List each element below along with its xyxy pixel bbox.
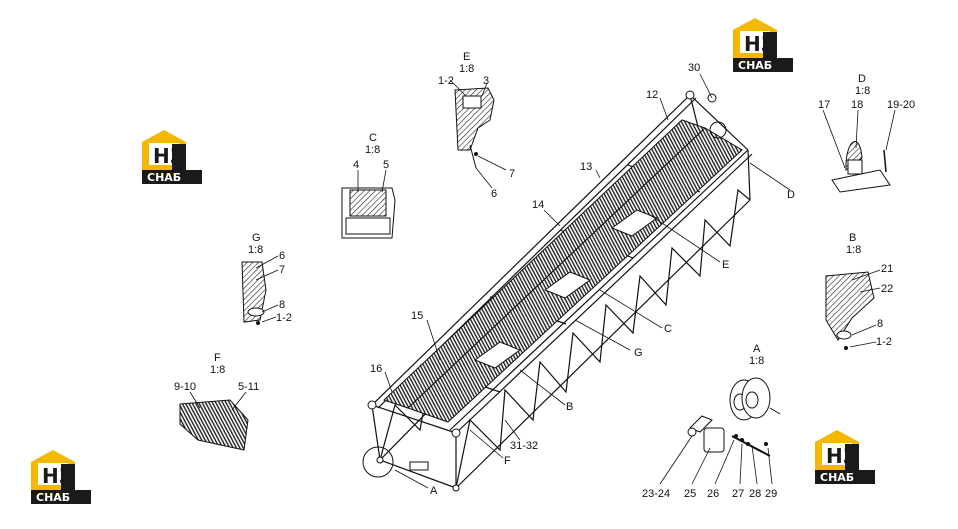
svg-text:C: C xyxy=(369,132,377,144)
walkway-grating xyxy=(383,119,743,423)
svg-text:1:8: 1:8 xyxy=(855,85,870,97)
brand-logo-top-right: H3 СНАБ xyxy=(733,18,793,72)
svg-text:G: G xyxy=(252,232,261,244)
svg-text:29: 29 xyxy=(765,488,777,500)
ref-A: A xyxy=(430,485,438,497)
main-leader-lines xyxy=(384,73,791,489)
svg-text:H3: H3 xyxy=(153,144,184,168)
label-12: 12 xyxy=(646,89,658,101)
svg-text:1-2: 1-2 xyxy=(276,312,292,324)
ref-B: B xyxy=(566,401,573,413)
svg-text:1:8: 1:8 xyxy=(459,63,474,75)
svg-text:1:8: 1:8 xyxy=(749,355,764,367)
label-16: 16 xyxy=(370,363,382,375)
detail-view-F: F 1:8 9-10 5-11 xyxy=(174,352,259,451)
label-31-32: 31-32 xyxy=(510,440,538,452)
svg-text:21: 21 xyxy=(881,263,893,275)
main-part-labels: 30 12 13 14 15 16 31-32 D E C G B F A xyxy=(370,62,795,497)
svg-text:8: 8 xyxy=(279,299,285,311)
svg-text:19-20: 19-20 xyxy=(887,99,915,111)
svg-text:23-24: 23-24 xyxy=(642,488,670,500)
label-13: 13 xyxy=(580,161,592,173)
svg-text:1:8: 1:8 xyxy=(846,244,861,256)
ref-E: E xyxy=(722,259,729,271)
brand-logo-bottom-left: H3 СНАБ xyxy=(31,450,91,504)
svg-text:6: 6 xyxy=(279,250,285,262)
detail-view-B: B 1:8 21 22 8 1-2 xyxy=(825,232,893,350)
svg-text:D: D xyxy=(858,73,866,85)
svg-text:5: 5 xyxy=(383,159,389,171)
svg-text:7: 7 xyxy=(509,168,515,180)
svg-text:СНАБ: СНАБ xyxy=(820,471,854,484)
ref-F: F xyxy=(504,455,511,467)
ref-G: G xyxy=(634,347,643,359)
svg-text:СНАБ: СНАБ xyxy=(147,171,181,184)
svg-text:5-11: 5-11 xyxy=(238,381,259,393)
svg-text:9-10: 9-10 xyxy=(174,381,196,393)
label-15: 15 xyxy=(411,310,423,322)
svg-text:1:8: 1:8 xyxy=(365,144,380,156)
svg-text:1-2: 1-2 xyxy=(438,75,454,87)
svg-text:1:8: 1:8 xyxy=(210,364,225,376)
detail-view-C: C 1:8 4 5 xyxy=(341,132,396,239)
svg-text:1-2: 1-2 xyxy=(876,336,892,348)
ref-D: D xyxy=(787,189,795,201)
svg-text:СНАБ: СНАБ xyxy=(738,59,772,72)
svg-text:18: 18 xyxy=(851,99,863,111)
svg-text:27: 27 xyxy=(732,488,744,500)
svg-text:F: F xyxy=(214,352,221,364)
svg-text:H3: H3 xyxy=(826,444,857,468)
svg-text:6: 6 xyxy=(491,188,497,200)
brand-logo-left: H3 СНАБ xyxy=(142,130,202,184)
svg-text:8: 8 xyxy=(877,318,883,330)
ref-C: C xyxy=(664,323,672,335)
detail-view-D: D 1:8 17 18 19-20 xyxy=(818,73,915,193)
svg-text:СНАБ: СНАБ xyxy=(36,491,70,504)
svg-text:25: 25 xyxy=(684,488,696,500)
brand-logo-bottom-right: H3 СНАБ xyxy=(815,430,875,484)
svg-text:H3: H3 xyxy=(42,464,73,488)
svg-text:1:8: 1:8 xyxy=(248,244,263,256)
svg-text:A: A xyxy=(753,343,761,355)
svg-text:26: 26 xyxy=(707,488,719,500)
svg-text:H3: H3 xyxy=(744,32,775,56)
label-30: 30 xyxy=(688,62,700,74)
svg-text:22: 22 xyxy=(881,283,893,295)
svg-text:B: B xyxy=(849,232,856,244)
svg-text:17: 17 xyxy=(818,99,830,111)
detail-view-G: G 1:8 6 7 8 1-2 xyxy=(241,232,292,325)
detail-view-E: E 1:8 1-2 3 7 6 xyxy=(438,51,515,200)
svg-text:E: E xyxy=(463,51,470,63)
svg-text:4: 4 xyxy=(353,159,359,171)
svg-text:28: 28 xyxy=(749,488,761,500)
svg-text:7: 7 xyxy=(279,264,285,276)
label-14: 14 xyxy=(532,199,544,211)
detail-view-A: A 1:8 23-24 25 26 27 28 29 xyxy=(642,343,781,500)
svg-text:3: 3 xyxy=(483,75,489,87)
